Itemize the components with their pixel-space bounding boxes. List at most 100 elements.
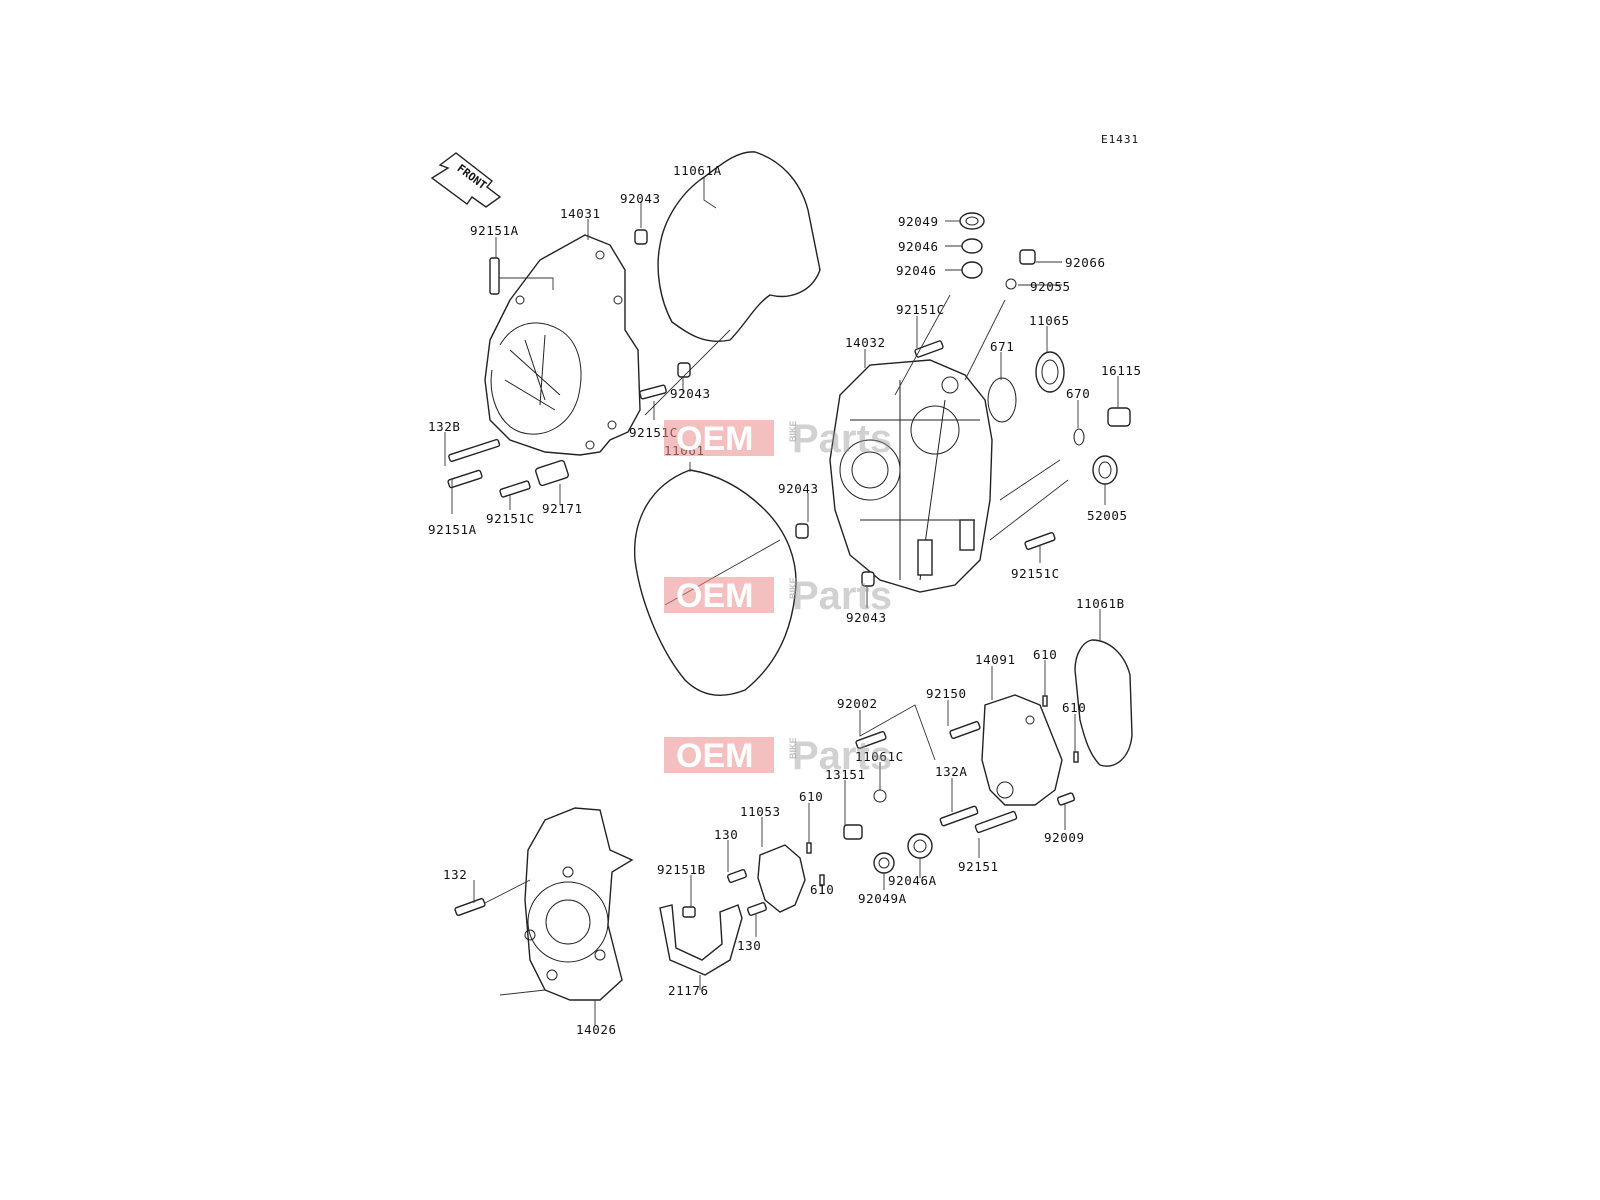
callout-92151C[interactable]: 92151C (896, 302, 945, 317)
sprocket-cover-14026 (524, 807, 634, 1001)
seal-92049A (873, 852, 895, 874)
oring-670 (1073, 428, 1085, 446)
callout-14026[interactable]: 14026 (576, 1022, 617, 1037)
callout-92055[interactable]: 92055 (1030, 279, 1071, 294)
pin-610-c (806, 842, 812, 854)
watermark-bike: BIKE (788, 737, 798, 759)
bolt-132B (448, 438, 501, 463)
clutch-cover-14032 (829, 359, 993, 593)
gasket-11061 (633, 469, 797, 696)
callout-92046[interactable]: 92046 (898, 239, 939, 254)
gasket-11061B (1074, 639, 1133, 767)
switch-13151 (843, 824, 863, 840)
callout-132[interactable]: 132 (443, 867, 467, 882)
watermark-parts: Parts (792, 574, 892, 618)
callout-92043[interactable]: 92043 (670, 386, 711, 401)
generator-cover-14031 (484, 234, 641, 456)
watermark-3: OEM BIKE Parts (664, 734, 892, 778)
callout-610[interactable]: 610 (1062, 700, 1086, 715)
callout-14032[interactable]: 14032 (845, 335, 886, 350)
oring-671 (987, 377, 1017, 423)
plug-16115 (1107, 407, 1131, 427)
watermark-1: OEM BIKE Parts (664, 417, 892, 461)
callout-92066[interactable]: 92066 (1065, 255, 1106, 270)
callout-130[interactable]: 130 (737, 938, 761, 953)
callout-11061C[interactable]: 11061C (855, 749, 904, 764)
callout-132B[interactable]: 132B (428, 419, 461, 434)
callout-92002[interactable]: 92002 (837, 696, 878, 711)
callout-92150[interactable]: 92150 (926, 686, 967, 701)
callout-14031[interactable]: 14031 (560, 206, 601, 221)
callout-21176[interactable]: 21176 (668, 983, 709, 998)
callout-11061B[interactable]: 11061B (1076, 596, 1125, 611)
callout-11061A[interactable]: 11061A (673, 163, 722, 178)
callout-14091[interactable]: 14091 (975, 652, 1016, 667)
bolt-130-a (727, 869, 747, 883)
callout-130[interactable]: 130 (714, 827, 738, 842)
bolt-92002 (855, 730, 887, 750)
callout-52005[interactable]: 52005 (1087, 508, 1128, 523)
callout-92049A[interactable]: 92049A (858, 891, 907, 906)
callout-92171[interactable]: 92171 (542, 501, 583, 516)
bolt-92151A-bottom (447, 469, 483, 489)
callout-92043[interactable]: 92043 (778, 481, 819, 496)
callout-610[interactable]: 610 (810, 882, 834, 897)
oring-92055 (1005, 278, 1017, 290)
front-arrow-icon: FRONT (430, 152, 502, 208)
callout-13151[interactable]: 13151 (825, 767, 866, 782)
callout-92046[interactable]: 92046 (896, 263, 937, 278)
bearing-92049 (959, 212, 985, 230)
gasket-11061A (657, 151, 821, 342)
dowel-92043-c (795, 523, 809, 539)
watermark-bike: BIKE (788, 420, 798, 442)
bolt-92009 (1056, 792, 1076, 806)
bolt-92151C-mid (914, 340, 944, 358)
bolt-130-b (747, 902, 767, 916)
bearing-92046-b (961, 261, 983, 279)
bearing-92046-a (961, 238, 983, 254)
callout-92009[interactable]: 92009 (1044, 830, 1085, 845)
callout-16115[interactable]: 16115 (1101, 363, 1142, 378)
bolt-92151C-left (639, 384, 667, 400)
callout-92049[interactable]: 92049 (898, 214, 939, 229)
watermark-oem: OEM (676, 420, 753, 458)
callout-92043[interactable]: 92043 (846, 610, 887, 625)
callout-92043[interactable]: 92043 (620, 191, 661, 206)
bolt-132A (939, 805, 979, 827)
pin-610-b (1073, 751, 1079, 763)
callout-92151C[interactable]: 92151C (486, 511, 535, 526)
bracket-11053 (757, 844, 806, 913)
callout-92151A[interactable]: 92151A (470, 223, 519, 238)
watermark-oem: OEM (676, 577, 753, 615)
callout-610[interactable]: 610 (1033, 647, 1057, 662)
callout-132A[interactable]: 132A (935, 764, 968, 779)
cap-11065 (1035, 351, 1065, 393)
callout-11053[interactable]: 11053 (740, 804, 781, 819)
callout-92151A[interactable]: 92151A (428, 522, 477, 537)
bolt-92151B (682, 906, 696, 918)
callout-92151C[interactable]: 92151C (1011, 566, 1060, 581)
cover-14091 (981, 694, 1063, 806)
callout-92151B[interactable]: 92151B (657, 862, 706, 877)
watermark-oem: OEM (676, 737, 753, 775)
watermark-parts: Parts (792, 417, 892, 461)
sensor-21176 (659, 904, 743, 976)
bearing-92046A (907, 833, 933, 859)
dowel-92043-b (677, 362, 691, 378)
seal-52005 (1092, 455, 1118, 485)
callout-92151[interactable]: 92151 (958, 859, 999, 874)
callout-11065[interactable]: 11065 (1029, 313, 1070, 328)
oring-11061C (873, 789, 887, 803)
dowel-92043-d (861, 571, 875, 587)
bolt-92151 (974, 810, 1018, 834)
dowel-92043-a (634, 229, 648, 245)
callout-610[interactable]: 610 (799, 789, 823, 804)
callout-671[interactable]: 671 (990, 339, 1014, 354)
bolt-132 (454, 897, 486, 917)
watermark-bike: BIKE (788, 577, 798, 599)
callout-92046A[interactable]: 92046A (888, 873, 937, 888)
bolt-92151C-right (1024, 531, 1056, 551)
pin-610-a (1042, 695, 1048, 707)
callout-670[interactable]: 670 (1066, 386, 1090, 401)
